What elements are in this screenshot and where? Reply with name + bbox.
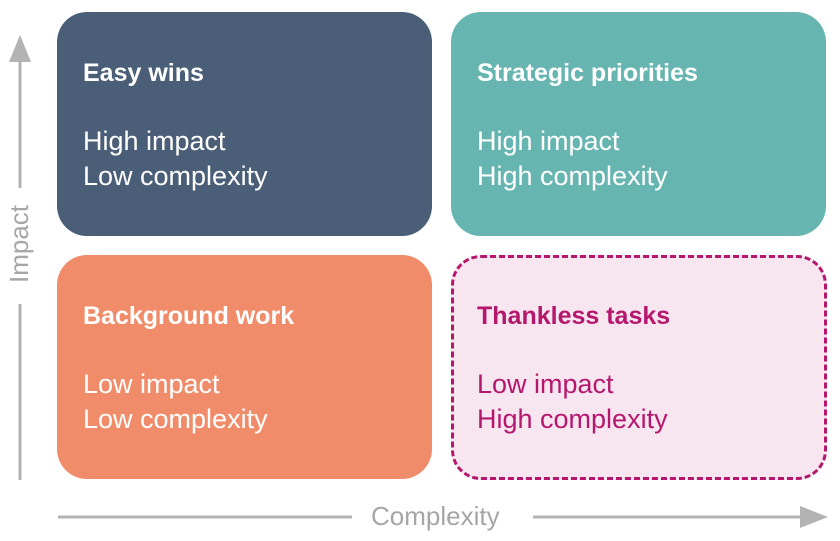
quadrant-complexity-text: High complexity bbox=[477, 404, 668, 434]
quadrant-complexity-text: High complexity bbox=[477, 161, 668, 191]
y-axis-label: Impact bbox=[4, 204, 34, 284]
quadrant-background-work: Background work Low impact Low complexit… bbox=[57, 255, 432, 479]
quadrant-impact-text: High impact bbox=[83, 126, 226, 156]
quadrant-complexity-text: Low complexity bbox=[83, 161, 268, 191]
x-axis-arrow bbox=[58, 506, 828, 528]
quadrant-strategic-priorities: Strategic priorities High impact High co… bbox=[451, 12, 826, 236]
y-axis-arrow bbox=[9, 35, 31, 480]
quadrant-title: Easy wins bbox=[83, 59, 204, 87]
quadrant-title: Thankless tasks bbox=[477, 302, 671, 330]
quadrant-complexity-text: Low complexity bbox=[83, 404, 268, 434]
quadrant-title: Strategic priorities bbox=[477, 59, 698, 87]
quadrant-thankless-tasks: Thankless tasks Low impact High complexi… bbox=[451, 255, 827, 480]
quadrant-title: Background work bbox=[83, 302, 295, 330]
x-axis-label: Complexity bbox=[371, 501, 500, 531]
quadrant-impact-text: Low impact bbox=[83, 369, 220, 399]
quadrant-impact-text: High impact bbox=[477, 126, 620, 156]
quadrant-easy-wins: Easy wins High impact Low complexity bbox=[57, 12, 432, 236]
quadrant-impact-text: Low impact bbox=[477, 369, 614, 399]
